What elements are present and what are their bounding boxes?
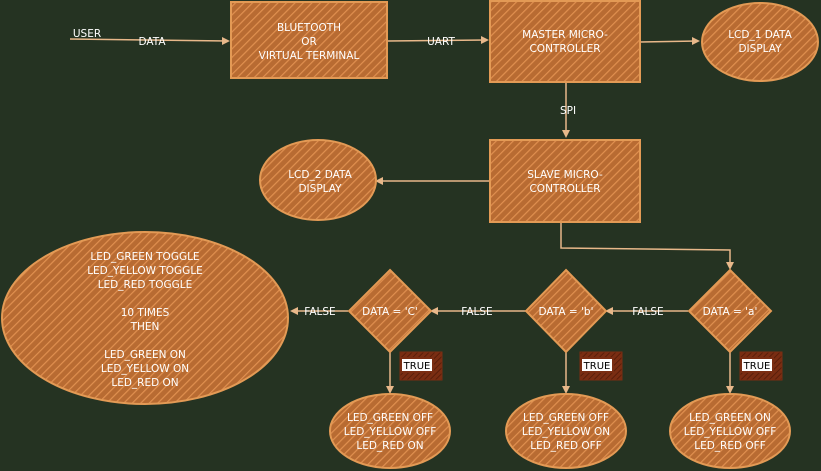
- bluetooth-line-3: VIRTUAL TERMINAL: [259, 50, 360, 62]
- toggle-line-10: LED_RED ON: [111, 377, 178, 389]
- decision-a-label: DATA = 'a': [703, 306, 758, 318]
- result-a-line-3: LED_RED OFF: [694, 440, 766, 452]
- toggle-line-1: LED_GREEN TOGGLE: [90, 251, 199, 263]
- slave-controller-node: SLAVE MICRO- CONTROLLER: [489, 139, 641, 223]
- lcd2-line-1: LCD_2 DATA: [288, 169, 352, 181]
- toggle-line-6: THEN: [130, 321, 160, 333]
- decision-c-label: DATA = 'C': [362, 306, 418, 318]
- result-b-line-3: LED_RED OFF: [530, 440, 602, 452]
- edge-label-data: DATA: [138, 36, 166, 48]
- decision-b-node: DATA = 'b': [524, 268, 608, 354]
- toggle-line-3: LED_RED TOGGLE: [98, 279, 193, 291]
- result-b-node: LED_GREEN OFF LED_YELLOW ON LED_RED OFF: [505, 393, 627, 469]
- true-badge-c: TRUE: [399, 351, 443, 381]
- true-label-b: TRUE: [583, 361, 611, 372]
- toggle-line-2: LED_YELLOW TOGGLE: [87, 265, 203, 277]
- slave-line-2: CONTROLLER: [529, 183, 600, 195]
- decision-b-label: DATA = 'b': [539, 306, 594, 318]
- edge-bluetooth-master: [386, 39, 488, 42]
- toggle-line-8: LED_GREEN ON: [104, 349, 186, 361]
- edge-label-spi: SPI: [560, 105, 576, 117]
- connectors: [69, 36, 734, 394]
- decision-a-node: DATA = 'a': [687, 268, 773, 354]
- edge-slave-decision-a: [560, 222, 731, 268]
- result-a-line-2: LED_YELLOW OFF: [684, 426, 777, 438]
- lcd2-node: LCD_2 DATA DISPLAY: [259, 139, 377, 221]
- slave-line-1: SLAVE MICRO-: [527, 169, 603, 181]
- edge-user-bluetooth: [69, 38, 229, 42]
- true-badge-b: TRUE: [579, 351, 623, 381]
- edge-label-false-b: FALSE: [461, 306, 492, 318]
- decision-c-node: DATA = 'C': [347, 268, 433, 354]
- result-a-node: LED_GREEN ON LED_YELLOW OFF LED_RED OFF: [669, 393, 791, 469]
- toggle-node: LED_GREEN TOGGLE LED_YELLOW TOGGLE LED_R…: [1, 231, 289, 405]
- result-c-line-2: LED_YELLOW OFF: [344, 426, 437, 438]
- lcd1-line-2: DISPLAY: [738, 43, 782, 55]
- lcd1-line-1: LCD_1 DATA: [728, 29, 792, 41]
- true-label-a: TRUE: [743, 361, 771, 372]
- result-c-line-3: LED_RED ON: [356, 440, 423, 452]
- bluetooth-node: BLUETOOTH OR VIRTUAL TERMINAL: [230, 1, 388, 79]
- bluetooth-line-2: OR: [301, 36, 317, 48]
- edge-label-false-c: FALSE: [304, 306, 335, 318]
- true-label-c: TRUE: [403, 361, 431, 372]
- result-c-line-1: LED_GREEN OFF: [347, 412, 433, 424]
- result-b-line-2: LED_YELLOW ON: [522, 426, 610, 438]
- edge-master-lcd1: [639, 40, 699, 43]
- user-label: USER: [73, 28, 101, 40]
- toggle-line-5: 10 TIMES: [121, 307, 170, 319]
- toggle-line-9: LED_YELLOW ON: [101, 363, 189, 375]
- lcd1-node: LCD_1 DATA DISPLAY: [701, 2, 819, 82]
- master-controller-node: MASTER MICRO- CONTROLLER: [489, 0, 641, 83]
- result-a-line-1: LED_GREEN ON: [689, 412, 771, 424]
- result-c-node: LED_GREEN OFF LED_YELLOW OFF LED_RED ON: [329, 393, 451, 469]
- master-line-2: CONTROLLER: [529, 43, 600, 55]
- edge-label-false-a: FALSE: [632, 306, 663, 318]
- true-badge-a: TRUE: [739, 351, 783, 381]
- edge-label-uart: UART: [427, 36, 455, 48]
- master-line-1: MASTER MICRO-: [522, 29, 608, 41]
- bluetooth-line-1: BLUETOOTH: [277, 22, 341, 34]
- result-b-line-1: LED_GREEN OFF: [523, 412, 609, 424]
- lcd2-line-2: DISPLAY: [298, 183, 342, 195]
